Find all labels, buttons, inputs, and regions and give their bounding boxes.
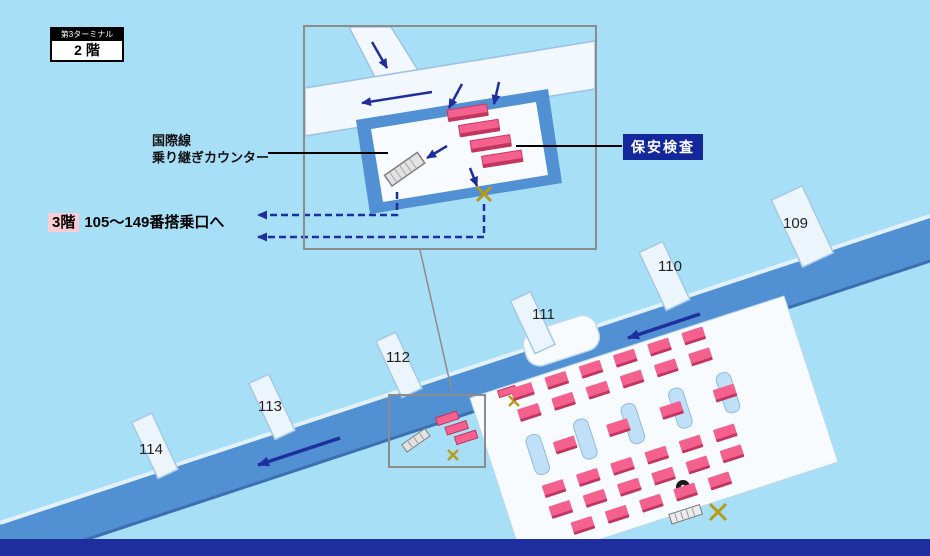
direction-arrow — [257, 436, 341, 467]
zoom-target-rect — [388, 394, 486, 468]
dashed-route-arrow — [257, 204, 486, 242]
floor-badge: 3階 — [48, 213, 80, 232]
inset-connector-line — [419, 249, 453, 393]
gate-pier-113 — [247, 373, 296, 441]
gate-label-110: 110 — [658, 258, 682, 275]
flow-arrow — [361, 90, 433, 107]
gate-pier-114 — [130, 412, 179, 480]
closed-x-icon — [475, 185, 493, 203]
leader-line — [268, 152, 388, 154]
floor-legend: 第3ターミナル 2 階 — [50, 27, 124, 62]
gate-pier-109 — [770, 184, 835, 269]
flow-arrow — [468, 167, 479, 187]
leader-line — [516, 145, 622, 147]
direction-arrow — [627, 312, 701, 340]
gate-label-109: 109 — [783, 215, 809, 232]
inset-map — [257, 26, 596, 242]
gate-label-111: 111 — [532, 306, 555, 323]
transfer-counter-label: 国際線 乗り継ぎカウンター — [152, 133, 270, 165]
flow-arrow — [370, 41, 389, 69]
gate-label-112: 112 — [386, 349, 410, 366]
gate-pier-111 — [509, 290, 556, 355]
security-counters — [446, 103, 524, 169]
escalator-icon — [401, 427, 431, 453]
floor-number: 2 階 — [74, 42, 100, 58]
gate-label-114: 114 — [139, 441, 163, 458]
gate-pier-110 — [638, 240, 691, 312]
flow-arrow — [426, 144, 448, 160]
inset-frame — [303, 25, 597, 250]
gate-pier-112 — [374, 331, 423, 399]
security-check-label: 保安検査 — [623, 134, 703, 160]
escalator-icon — [383, 151, 426, 188]
moving-walkway-icon — [668, 503, 704, 525]
terminal-name: 第3ターミナル — [52, 29, 122, 41]
route-note-text: 105〜149番搭乗口へ — [84, 214, 225, 231]
flow-arrow — [491, 81, 501, 105]
closed-x-icon — [708, 502, 728, 522]
gate-label-113: 113 — [258, 398, 282, 415]
mini-transfer-counters — [434, 410, 479, 446]
flow-arrow — [447, 83, 464, 109]
map-bottom-edge — [0, 539, 930, 556]
closed-x-icon — [447, 449, 459, 461]
